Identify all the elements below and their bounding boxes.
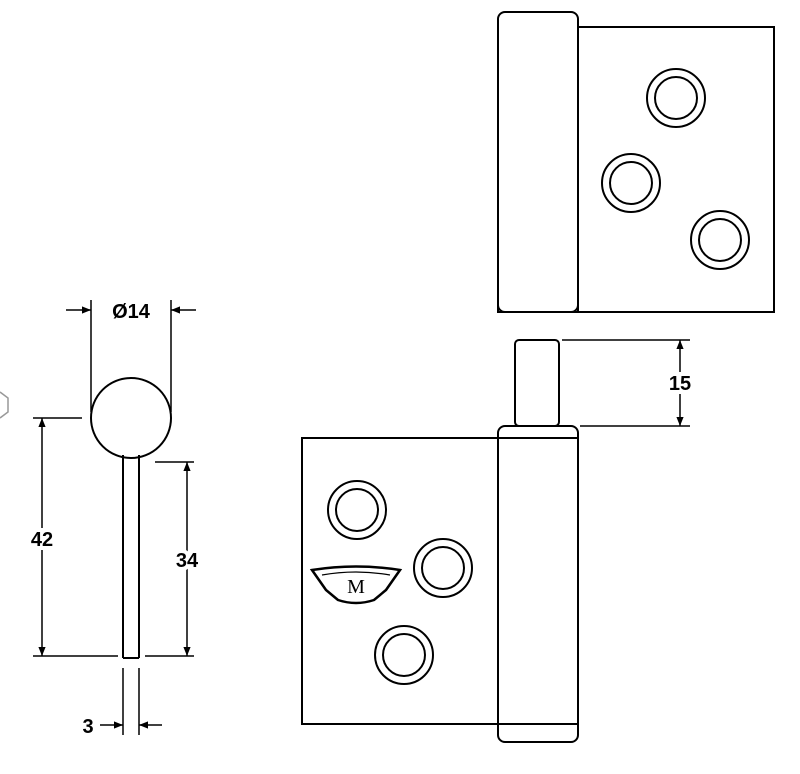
pin-height-label: 15	[669, 373, 691, 395]
ball-diameter-label: Ø14	[112, 301, 151, 323]
upper-screw-hole-2	[601, 153, 661, 213]
hinge-pin	[514, 339, 560, 427]
ball-head	[90, 377, 172, 459]
lower-knuckle	[497, 425, 579, 743]
pin-length-dimension	[145, 461, 194, 657]
upper-screw-hole-1	[646, 68, 706, 128]
upper-knuckle	[497, 11, 579, 313]
lower-screw-hole-1	[327, 480, 387, 540]
upper-hinge-leaf	[497, 11, 775, 313]
lower-hinge-leaf	[301, 339, 579, 743]
total-height-label: 42	[31, 529, 53, 551]
logo-letter: M	[347, 576, 365, 598]
upper-screw-hole-3	[690, 210, 750, 270]
pin-side-view	[90, 377, 172, 735]
pin-length-label: 34	[176, 550, 199, 572]
pin-thickness-label: 3	[82, 716, 93, 738]
lower-screw-hole-2	[413, 538, 473, 598]
pin-height-dimension	[562, 339, 690, 427]
lower-screw-hole-3	[374, 625, 434, 685]
total-height-dimension	[33, 417, 118, 657]
ball-diameter-dimension	[66, 300, 196, 412]
edge-mark	[0, 391, 9, 419]
manufacturer-logo: M	[309, 565, 403, 605]
